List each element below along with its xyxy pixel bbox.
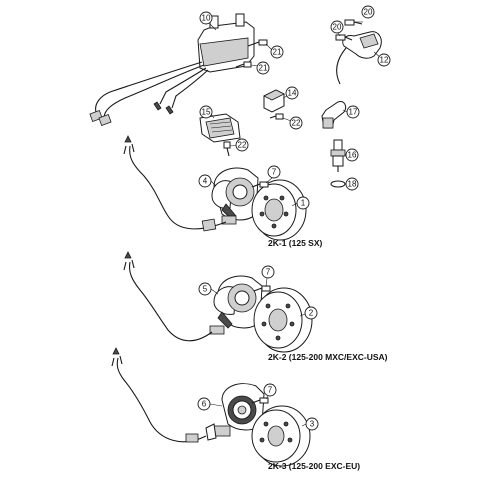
svg-text:15: 15 — [202, 108, 211, 117]
svg-text:18: 18 — [348, 180, 357, 189]
callout-14: 14 — [285, 86, 299, 100]
callout-7-2k3: 7 — [263, 383, 277, 397]
spark-plug — [330, 139, 346, 172]
callout-3: 3 — [305, 417, 319, 431]
stator-2k2 — [209, 275, 263, 335]
sealing-ring — [330, 180, 346, 188]
svg-text:3: 3 — [310, 420, 315, 429]
svg-text:12: 12 — [380, 56, 389, 65]
callout-16: 16 — [345, 148, 359, 162]
svg-text:4: 4 — [203, 177, 208, 186]
callout-6: 6 — [197, 397, 211, 411]
flywheel-2k2 — [253, 287, 313, 353]
svg-text:1: 1 — [301, 199, 306, 208]
stator-2k3 — [205, 383, 265, 441]
flywheel-2k3 — [251, 405, 311, 467]
svg-text:20: 20 — [364, 8, 373, 17]
svg-text:7: 7 — [268, 386, 273, 395]
callout-20-upper: 20 — [361, 5, 375, 19]
cdi-wiring-harness — [89, 61, 209, 126]
screw-7-2k1 — [251, 181, 269, 188]
svg-text:5: 5 — [203, 285, 208, 294]
bolt-22-rectifier — [269, 113, 284, 120]
callout-12: 12 — [377, 53, 391, 67]
svg-text:10: 10 — [202, 14, 211, 23]
callout-22-regulator: 22 — [235, 138, 249, 152]
svg-text:14: 14 — [288, 89, 297, 98]
voltage-regulator — [199, 113, 241, 143]
svg-text:6: 6 — [202, 400, 207, 409]
cdi-unit — [197, 13, 255, 73]
bolt-21-lower — [235, 61, 252, 68]
flywheel-2k1 — [251, 179, 307, 241]
svg-text:7: 7 — [272, 168, 277, 177]
svg-text:17: 17 — [349, 108, 358, 117]
callout-4: 4 — [198, 174, 212, 188]
variant-label-2k2: 2K-2 (125-200 MXC/EXC-USA) — [268, 352, 388, 362]
svg-text:20: 20 — [333, 23, 342, 32]
rectifier — [263, 89, 285, 113]
stator-2k1 — [211, 167, 259, 225]
stator-cable-2k2 — [123, 251, 213, 342]
svg-text:2: 2 — [309, 309, 314, 318]
callout-10: 10 — [199, 11, 213, 25]
svg-text:16: 16 — [348, 151, 357, 160]
callout-21-upper: 21 — [270, 45, 284, 59]
callout-18: 18 — [345, 177, 359, 191]
callout-20-lower: 20 — [330, 20, 344, 34]
svg-text:21: 21 — [259, 64, 268, 73]
spark-plug-cap — [321, 101, 347, 129]
callout-7-2k2: 7 — [261, 265, 275, 279]
svg-text:7: 7 — [266, 268, 271, 277]
variant-label-2k3: 2K-3 (125-200 EXC-EU) — [268, 461, 360, 471]
callout-17: 17 — [346, 105, 360, 119]
callout-21-lower: 21 — [256, 61, 270, 75]
svg-text:21: 21 — [273, 48, 282, 57]
bolt-22-regulator — [223, 141, 231, 157]
callout-22-rectifier: 22 — [289, 116, 303, 130]
svg-text:22: 22 — [292, 119, 301, 128]
screw-7-2k3 — [251, 397, 269, 404]
callout-15: 15 — [199, 105, 213, 119]
coil-bolts-20 — [335, 19, 363, 41]
callout-1: 1 — [296, 196, 310, 210]
variant-label-2k1: 2K-1 (125 SX) — [268, 238, 322, 248]
callout-2: 2 — [304, 306, 318, 320]
stator-cable-2k3 — [111, 347, 207, 443]
stator-cable-2k1 — [123, 135, 227, 232]
bolt-21-upper — [247, 39, 268, 47]
svg-text:22: 22 — [238, 141, 247, 150]
callout-5: 5 — [198, 282, 212, 296]
callout-7-2k1: 7 — [267, 165, 281, 179]
